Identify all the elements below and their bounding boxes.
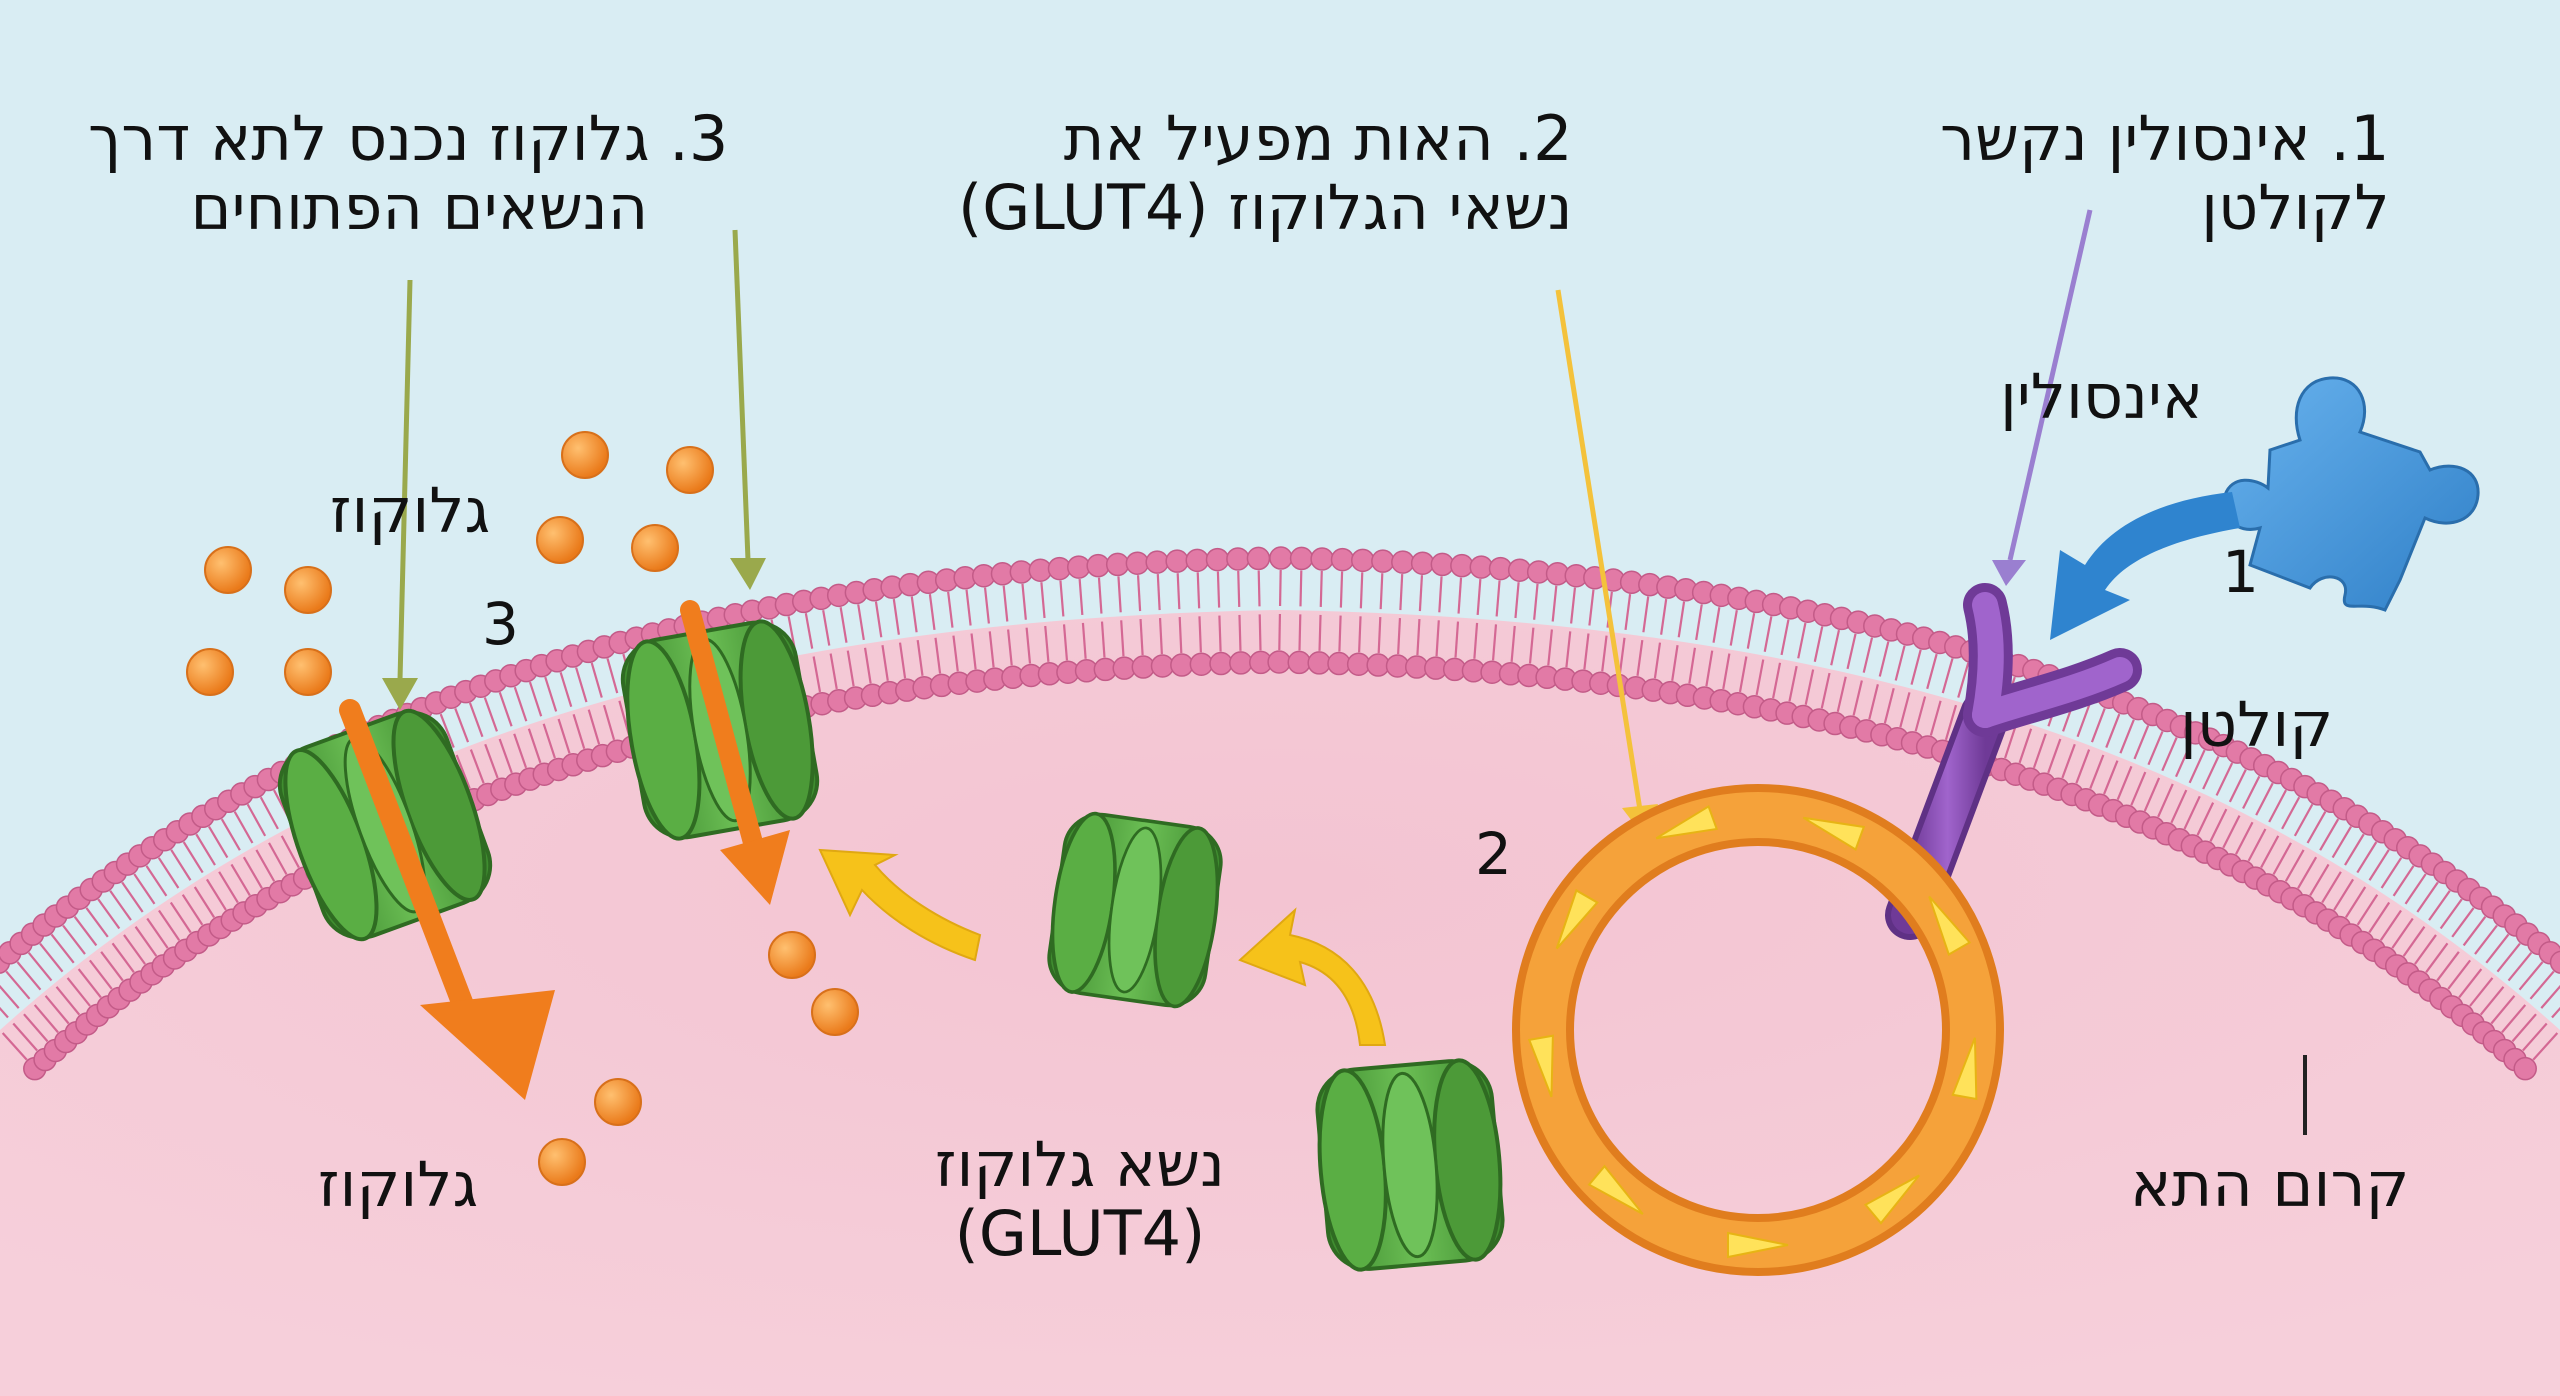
vesicle-cycle-arrows [1527, 804, 1978, 1259]
glucose-10 [811, 988, 859, 1036]
step2-title: 2. האות מפעיל את נשאי הגלוקוז (GLUT4) [958, 104, 1573, 243]
glucose-7 [536, 516, 584, 564]
glucose-outside-label: גלוקוז [330, 474, 491, 547]
step3-line1: 3. גלוקוז נכנס לתא דרך [88, 102, 729, 175]
cycle-arrow [1655, 804, 1719, 840]
glucose-6 [666, 446, 714, 494]
transporter-label-line2: (GLUT4) [954, 1197, 1206, 1271]
translocation-arrows [818, 848, 1387, 1046]
cycle-arrow [1587, 1164, 1644, 1215]
step1-line1: 1. אינסולין נקשר [1940, 102, 2390, 175]
glucose-molecules [186, 431, 859, 1186]
cycle-arrow [1555, 889, 1599, 950]
step3-line2: הנשאים הפתוחים [190, 171, 649, 245]
glucose-8 [631, 524, 679, 572]
step1-line2: לקולטן [2201, 171, 2390, 245]
glucose-1 [204, 546, 252, 594]
cycle-arrow [1527, 1034, 1554, 1098]
step1-title: 1. אינסולין נקשר לקולטן [1940, 104, 2390, 243]
transporter-label-line1: נשא גלוקוז [935, 1128, 1225, 1201]
binding-arrow [2050, 492, 2240, 640]
glucose-entry-arrows [339, 600, 790, 1100]
glut4-migrating [1047, 811, 1223, 1009]
glucose-12 [538, 1138, 586, 1186]
cycle-arrow [1928, 895, 1972, 956]
step-number-1: 1 [2222, 538, 2259, 606]
receptor-label: קולטן [2180, 688, 2334, 761]
step3-title: 3. גלוקוז נכנס לתא דרך הנשאים הפתוחים [88, 104, 728, 243]
glut4-on-vesicle [1315, 1058, 1505, 1272]
step2-line1: 2. האות מפעיל את [1063, 102, 1573, 175]
glucose-inside-label: גלוקוז [318, 1148, 479, 1221]
glucose-9 [768, 931, 816, 979]
cycle-arrow [1863, 1174, 1920, 1225]
cycle-arrow [1727, 1231, 1789, 1259]
glucose-3 [186, 648, 234, 696]
step2-line2: נשאי הגלוקוז (GLUT4) [958, 171, 1573, 245]
transporter-label: נשא גלוקוז (GLUT4) [935, 1130, 1225, 1269]
glucose-4 [284, 648, 332, 696]
step-number-2: 2 [1475, 820, 1512, 888]
cycle-arrow [1951, 1037, 1978, 1101]
insulin-molecule [2222, 376, 2480, 612]
glucose-11 [594, 1078, 642, 1126]
insulin-label: אינסולין [2000, 360, 2204, 433]
membrane-label: קרום התא [2130, 1148, 2410, 1221]
step-number-3: 3 [482, 590, 519, 658]
cycle-arrow [1802, 816, 1866, 851]
glucose-2 [284, 566, 332, 614]
glucose-5 [561, 431, 609, 479]
